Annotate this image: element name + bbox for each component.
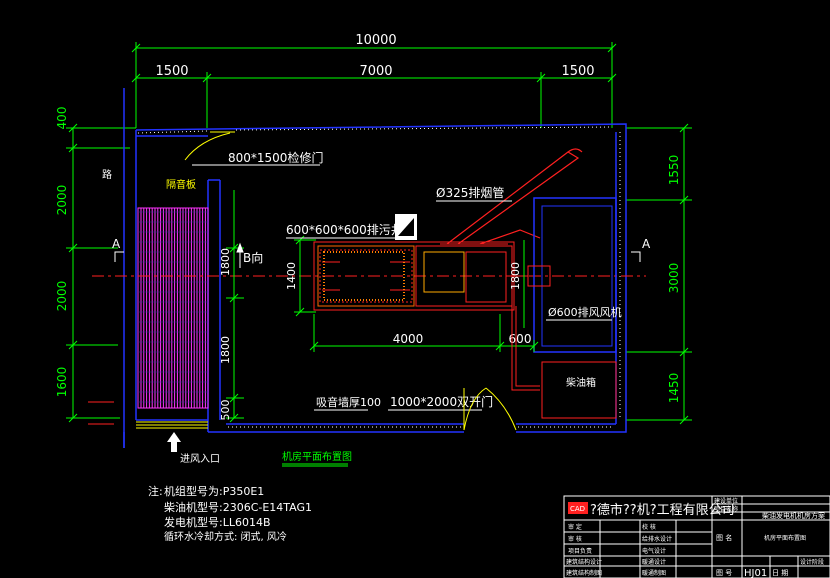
label-inlet: 进风入口 (180, 453, 220, 465)
dim-right-1450: 1450 (667, 373, 681, 404)
company-logo (568, 502, 588, 514)
fuel-piping (511, 306, 540, 391)
tb-row5a: 建筑结构制图 (566, 569, 602, 577)
tb-drawing-no-value: HJ01 (744, 568, 767, 578)
b-direction-arrow (236, 242, 244, 268)
inlet-arrow (167, 432, 181, 452)
dim-left-1600: 1600 (55, 367, 69, 398)
title-block-frame (563, 495, 830, 578)
label-wall: 吸音墙厚100 (316, 395, 381, 409)
tb-row2b: 给排水设计 (642, 535, 672, 543)
dim-right-3000: 3000 (667, 263, 681, 294)
genset-width-dimension (294, 235, 316, 317)
sound-attenuator (137, 207, 209, 409)
tb-drawing-name-value: 机房平面布置图 (764, 534, 806, 542)
left-red-marks (88, 401, 114, 425)
label-fan: Ø600排风风机 (548, 305, 622, 319)
tb-drawing-name-label: 图 名 (716, 533, 732, 542)
oil-tank (541, 361, 617, 419)
note-line-4: 循环水冷却方式: 闭式, 风冷 (164, 530, 287, 543)
left-dimensions (66, 123, 136, 423)
dim-inner-1800a: 1800 (219, 248, 232, 276)
logo-text: CAD (570, 505, 585, 513)
dim-inner-1800b: 1800 (219, 336, 232, 364)
label-door-bottom: 1000*2000双开门 (390, 394, 493, 409)
section-markers (114, 251, 641, 262)
tb-date-label: 日 期 (772, 569, 788, 577)
dim-inner-1800c: 1800 (509, 262, 522, 290)
section-a-left: A (112, 237, 121, 251)
bottom-door (463, 387, 517, 431)
label-sound-panel: 隔音板 (166, 178, 196, 191)
dim-top-mid: 7000 (359, 64, 392, 79)
dim-top-left: 1500 (155, 64, 188, 79)
tb-project-unit-label: 建设单位 (714, 497, 738, 505)
dim-left-400: 400 (55, 107, 69, 130)
tb-row5b: 暖通制图 (642, 569, 666, 577)
inner-left-dimensions (226, 190, 244, 423)
fan (516, 265, 551, 287)
dim-bottom-600: 600 (509, 332, 532, 346)
note-line-1: 机组型号为:P350E1 (164, 484, 264, 498)
label-exhaust-pipe: Ø325排烟管 (436, 185, 504, 200)
company-name: ?德市??机?工程有限公司 (590, 502, 735, 518)
top-dimensions (131, 42, 617, 128)
dim-inner-500: 500 (219, 400, 232, 421)
tb-row1a: 审 定 (568, 523, 582, 531)
tb-design-stage-label: 设计阶段 (800, 558, 824, 566)
wall-insulation-dots (137, 126, 621, 428)
tb-row3a: 项目负责 (568, 547, 592, 555)
label-exhaust-vent: 600*600*600排污井 (286, 223, 403, 237)
inlet-grille (136, 421, 208, 429)
label-oil-tank: 柴油箱 (566, 376, 596, 389)
genset (313, 241, 515, 311)
tb-row1b: 校 核 (642, 523, 656, 531)
tb-drawing-no-label: 图 号 (716, 569, 732, 577)
sound-attenuator-frame (137, 207, 209, 409)
dim-top-right: 1500 (561, 64, 594, 79)
dim-left-2000a: 2000 (55, 185, 69, 216)
dim-right-1550: 1550 (667, 155, 681, 186)
tb-row4a: 建筑结构设计 (566, 558, 602, 566)
right-dimensions (626, 123, 692, 425)
tb-row4b: 暖通设计 (642, 558, 666, 566)
label-door-top: 800*1500检修门 (228, 150, 323, 165)
dim-left-2000b: 2000 (55, 281, 69, 312)
section-a-right: A (642, 237, 651, 251)
tb-project-name-value: 柴油发电机机房方案 (762, 511, 825, 520)
tb-row2a: 审 核 (568, 535, 582, 543)
tb-project-name-label: 项目名称 (714, 505, 738, 513)
note-line-2: 柴油机型号:2306C-E14TAG1 (164, 500, 312, 514)
dim-top-total: 10000 (355, 33, 396, 48)
dim-bottom-4000: 4000 (393, 332, 424, 346)
label-road: 路 (102, 168, 112, 181)
notes-prefix: 注: (148, 484, 163, 498)
note-line-3: 发电机型号:LL6014B (164, 515, 271, 529)
vent-symbol (395, 214, 417, 240)
tb-row3b: 电气设计 (642, 547, 666, 555)
plan-title: 机房平面布置图 (282, 450, 352, 463)
genset-fuel-hatch (323, 251, 405, 301)
top-door (184, 131, 235, 161)
label-b-direction: B向 (243, 250, 263, 265)
bottom-dimensions (309, 314, 539, 352)
fan-room (533, 197, 617, 353)
dim-inner-1400: 1400 (285, 262, 298, 290)
